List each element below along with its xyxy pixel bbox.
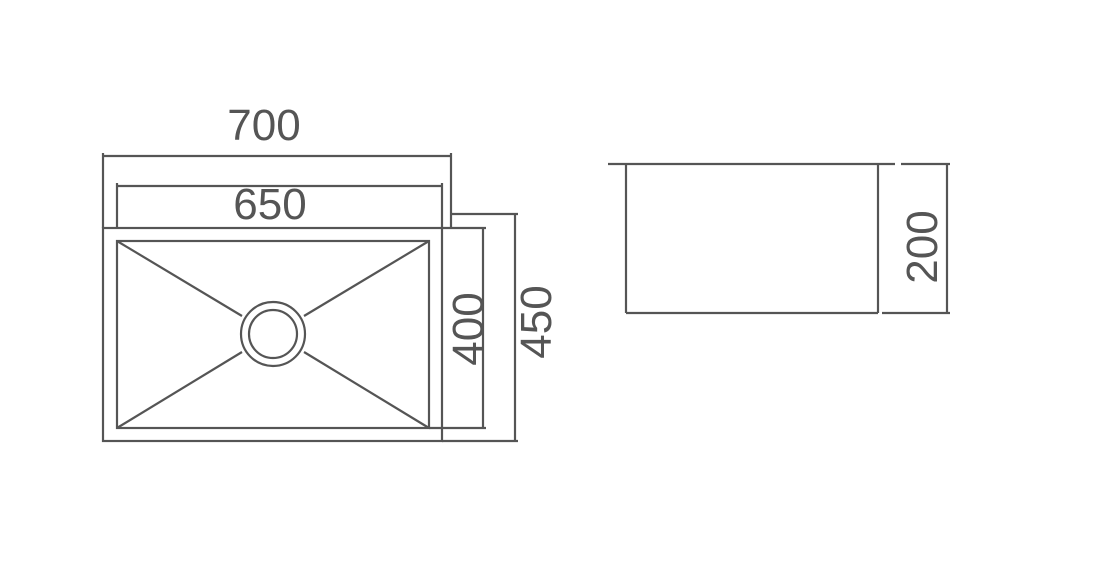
bowl-slope-line [116,240,243,317]
side-view [608,162,950,315]
bowl-slope-line [303,240,430,317]
drain-inner-ring [247,308,299,360]
inner-bowl-outline [115,239,431,430]
bowl-slope-line [303,351,430,429]
outer-rim-outline [101,226,444,443]
drain-outer-ring [239,300,307,368]
inner-width-label: 650 [233,180,306,229]
top-view [101,153,518,443]
height-label: 200 [898,210,947,283]
outer-width-label: 700 [227,101,300,150]
outer-depth-label: 450 [512,285,561,358]
dimension-labels: 700 650 400 450 200 [227,101,947,366]
inner-depth-label: 400 [444,292,493,365]
bowl-slope-line [116,351,243,429]
